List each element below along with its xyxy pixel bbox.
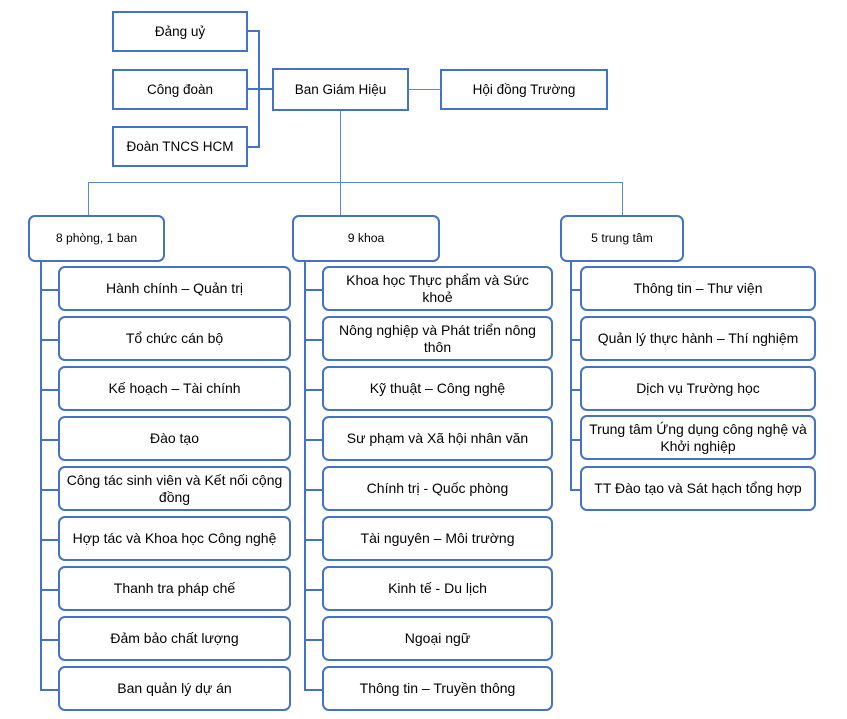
elbow-b2-4 (304, 489, 322, 491)
node-doan-tncs-hcm[interactable]: Đoàn TNCS HCM (112, 126, 248, 167)
leaf-label: Tổ chức cán bộ (125, 330, 224, 347)
connector-main-bus (88, 182, 623, 183)
leaf-node[interactable]: Tổ chức cán bộ (58, 316, 291, 361)
leaf-node[interactable]: Nông nghiệp và Phát triển nông thôn (322, 316, 553, 361)
node-label: Đảng uỷ (154, 23, 206, 39)
leaf-node[interactable]: Hành chính – Quản trị (58, 266, 291, 311)
connector-cong-doan-h (246, 88, 274, 90)
leaf-node[interactable]: Công tác sinh viên và Kết nối cộng đồng (58, 466, 291, 511)
leaf-label: Đảm bảo chất lượng (110, 630, 239, 647)
leaf-node[interactable]: Kế hoạch – Tài chính (58, 366, 291, 411)
elbow-b2-6 (304, 589, 322, 591)
connector-doan-tncs-h (246, 146, 260, 148)
elbow-b3-4 (570, 489, 588, 491)
elbow-b1-1 (40, 339, 58, 341)
elbow-b1-7 (40, 639, 58, 641)
elbow-b1-4 (40, 489, 58, 491)
leaf-node[interactable]: Thanh tra pháp chế (58, 566, 291, 611)
leaf-label: Kỹ thuật – Công nghệ (369, 380, 506, 397)
leaf-node[interactable]: Quản lý thực hành – Thí nghiệm (580, 316, 816, 361)
elbow-b1-5 (40, 539, 58, 541)
leaf-node[interactable]: Trung tâm Ứng dụng công nghệ và Khởi ngh… (580, 415, 816, 460)
leaf-label: Quản lý thực hành – Thí nghiệm (597, 330, 799, 347)
elbow-b1-8 (40, 689, 58, 691)
leaf-node[interactable]: Kinh tế - Du lịch (322, 566, 553, 611)
node-hoi-dong-truong[interactable]: Hội đồng Trường (440, 69, 608, 110)
branch-header-label: 8 phòng, 1 ban (55, 231, 138, 246)
elbow-b2-2 (304, 389, 322, 391)
elbow-b2-5 (304, 539, 322, 541)
node-label: Ban Giám Hiệu (294, 81, 387, 97)
leaf-label: Công tác sinh viên và Kết nối cộng đồng (66, 471, 283, 505)
leaf-node[interactable]: Khoa học Thực phẩm và Sức khoẻ (322, 266, 553, 311)
leaf-node[interactable]: TT Đào tạo và Sát hạch tổng hợp (580, 466, 816, 511)
leaf-label: Thông tin – Truyền thông (359, 680, 516, 697)
elbow-b3-3 (570, 439, 588, 441)
branch-header-trung-tam[interactable]: 5 trung tâm (560, 215, 684, 262)
branch-header-phong-ban[interactable]: 8 phòng, 1 ban (28, 215, 165, 262)
leaf-node[interactable]: Kỹ thuật – Công nghệ (322, 366, 553, 411)
leaf-label: Tài nguyên – Môi trường (360, 530, 515, 547)
elbow-b3-0 (570, 289, 588, 291)
branch-header-label: 5 trung tâm (591, 231, 653, 246)
node-cong-doan[interactable]: Công đoàn (112, 69, 248, 110)
leaf-node[interactable]: Đào tạo (58, 416, 291, 461)
branch-header-khoa[interactable]: 9 khoa (292, 215, 440, 262)
node-ban-giam-hieu[interactable]: Ban Giám Hiệu (272, 68, 409, 111)
connector-dang-uy-h (246, 30, 260, 32)
leaf-node[interactable]: Tài nguyên – Môi trường (322, 516, 553, 561)
node-label: Công đoàn (146, 81, 214, 97)
leaf-label: Hành chính – Quản trị (106, 280, 243, 297)
elbow-b2-0 (304, 289, 322, 291)
elbow-b1-3 (40, 439, 58, 441)
leaf-node[interactable]: Đảm bảo chất lượng (58, 616, 291, 661)
leaf-label: Chính trị - Quốc phòng (366, 480, 509, 497)
leaf-node[interactable]: Dịch vụ Trường học (580, 366, 816, 411)
connector-drop-branch-2 (340, 182, 341, 216)
leaf-node[interactable]: Thông tin – Truyền thông (322, 666, 553, 711)
spine-branch-1 (40, 260, 42, 690)
leaf-node[interactable]: Sư phạm và Xã hội nhân văn (322, 416, 553, 461)
leaf-label: Đào tạo (149, 430, 200, 447)
connector-drop-branch-3 (622, 182, 623, 216)
branch-header-label: 9 khoa (347, 231, 385, 246)
leaf-node[interactable]: Ban quản lý dự án (58, 666, 291, 711)
connector-bgh-hdt (409, 89, 441, 90)
leaf-label: Trung tâm Ứng dụng công nghệ và Khởi ngh… (589, 420, 807, 454)
leaf-label: Khoa học Thực phẩm và Sức khoẻ (346, 271, 529, 305)
connector-drop-branch-1 (88, 182, 89, 216)
leaf-label: Thanh tra pháp chế (113, 580, 236, 597)
elbow-b2-3 (304, 439, 322, 441)
spine-branch-3 (570, 260, 572, 490)
elbow-b3-1 (570, 339, 588, 341)
leaf-label: Nông nghiệp và Phát triển nông thôn (339, 321, 536, 355)
leaf-label: Ban quản lý dự án (117, 680, 232, 697)
leaf-label: TT Đào tạo và Sát hạch tổng hợp (594, 480, 802, 497)
leaf-label: Dịch vụ Trường học (636, 380, 760, 397)
leaf-label: Sư phạm và Xã hội nhân văn (346, 430, 529, 447)
leaf-label: Ngoại ngữ (404, 630, 471, 647)
elbow-b2-1 (304, 339, 322, 341)
leaf-node[interactable]: Chính trị - Quốc phòng (322, 466, 553, 511)
node-label: Hội đồng Trường (472, 81, 576, 97)
elbow-b2-7 (304, 639, 322, 641)
leaf-label: Thông tin – Thư viện (633, 280, 763, 297)
leaf-label: Kế hoạch – Tài chính (108, 380, 241, 397)
spine-branch-2 (304, 260, 306, 690)
node-dang-uy[interactable]: Đảng uỷ (112, 11, 248, 52)
leaf-node[interactable]: Hợp tác và Khoa học Công nghệ (58, 516, 291, 561)
connector-bgh-stem (340, 111, 341, 182)
node-label: Đoàn TNCS HCM (126, 138, 234, 154)
connector-left-bus-v (258, 30, 260, 148)
elbow-b3-2 (570, 389, 588, 391)
leaf-label: Kinh tế - Du lịch (388, 580, 487, 597)
elbow-b1-2 (40, 389, 58, 391)
elbow-b1-6 (40, 589, 58, 591)
leaf-node[interactable]: Thông tin – Thư viện (580, 266, 816, 311)
elbow-b2-8 (304, 689, 322, 691)
leaf-label: Hợp tác và Khoa học Công nghệ (72, 530, 277, 547)
elbow-b1-0 (40, 289, 58, 291)
leaf-node[interactable]: Ngoại ngữ (322, 616, 553, 661)
